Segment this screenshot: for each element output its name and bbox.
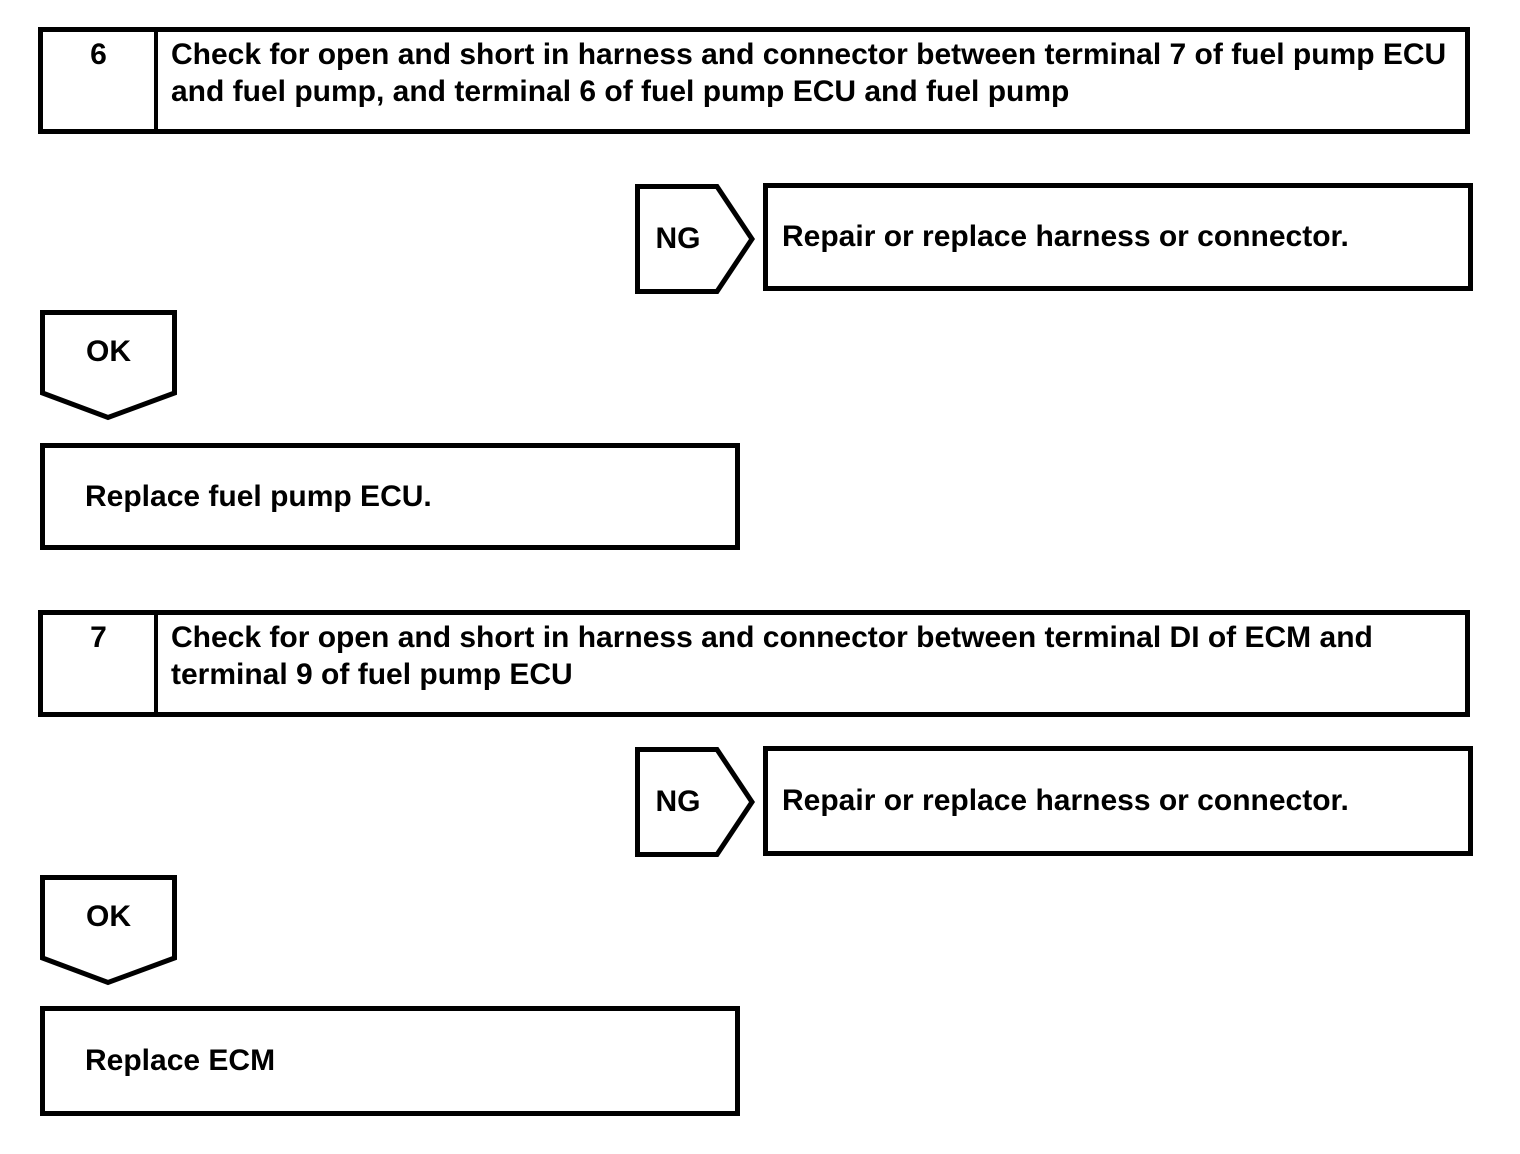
- step-7-instruction: Check for open and short in harness and …: [171, 621, 1373, 691]
- step-6-ng-pentagon: NG: [635, 184, 756, 294]
- ng-arrow-icon: [635, 184, 756, 294]
- step-7-ok-action-box: Replace ECM: [40, 1006, 740, 1116]
- step-6-ok-action-box: Replace fuel pump ECU.: [40, 443, 740, 550]
- ng-arrow-icon: [635, 747, 756, 857]
- step-6-ng-label: NG: [655, 222, 701, 255]
- step-6-box: 6 Check for open and short in harness an…: [38, 27, 1470, 134]
- step-6-number: 6: [43, 32, 158, 129]
- step-7-ok-pentagon: OK: [40, 875, 177, 986]
- step-6-ng-action-text: Repair or replace harness or connector.: [782, 220, 1349, 253]
- step-7-number: 7: [43, 615, 158, 712]
- step-6-ok-label: OK: [86, 335, 131, 368]
- step-6-ng-action-box: Repair or replace harness or connector.: [763, 183, 1473, 291]
- step-6-ok-action-text: Replace fuel pump ECU.: [85, 479, 432, 513]
- step-7-ok-action-text: Replace ECM: [85, 1044, 276, 1077]
- step-7-ok-label: OK: [86, 900, 131, 933]
- ok-arrow-icon: [40, 875, 177, 986]
- step-7-ng-action-text: Repair or replace harness or connector.: [782, 784, 1349, 817]
- step-7-ng-pentagon: NG: [635, 747, 756, 857]
- step-7-box: 7 Check for open and short in harness an…: [38, 610, 1470, 717]
- ok-arrow-icon: [40, 310, 177, 421]
- step-6-ok-pentagon: OK: [40, 310, 177, 421]
- step-6-instruction: Check for open and short in harness and …: [171, 38, 1447, 108]
- step-7-ng-action-box: Repair or replace harness or connector.: [763, 746, 1473, 856]
- step-7-ng-label: NG: [655, 785, 701, 818]
